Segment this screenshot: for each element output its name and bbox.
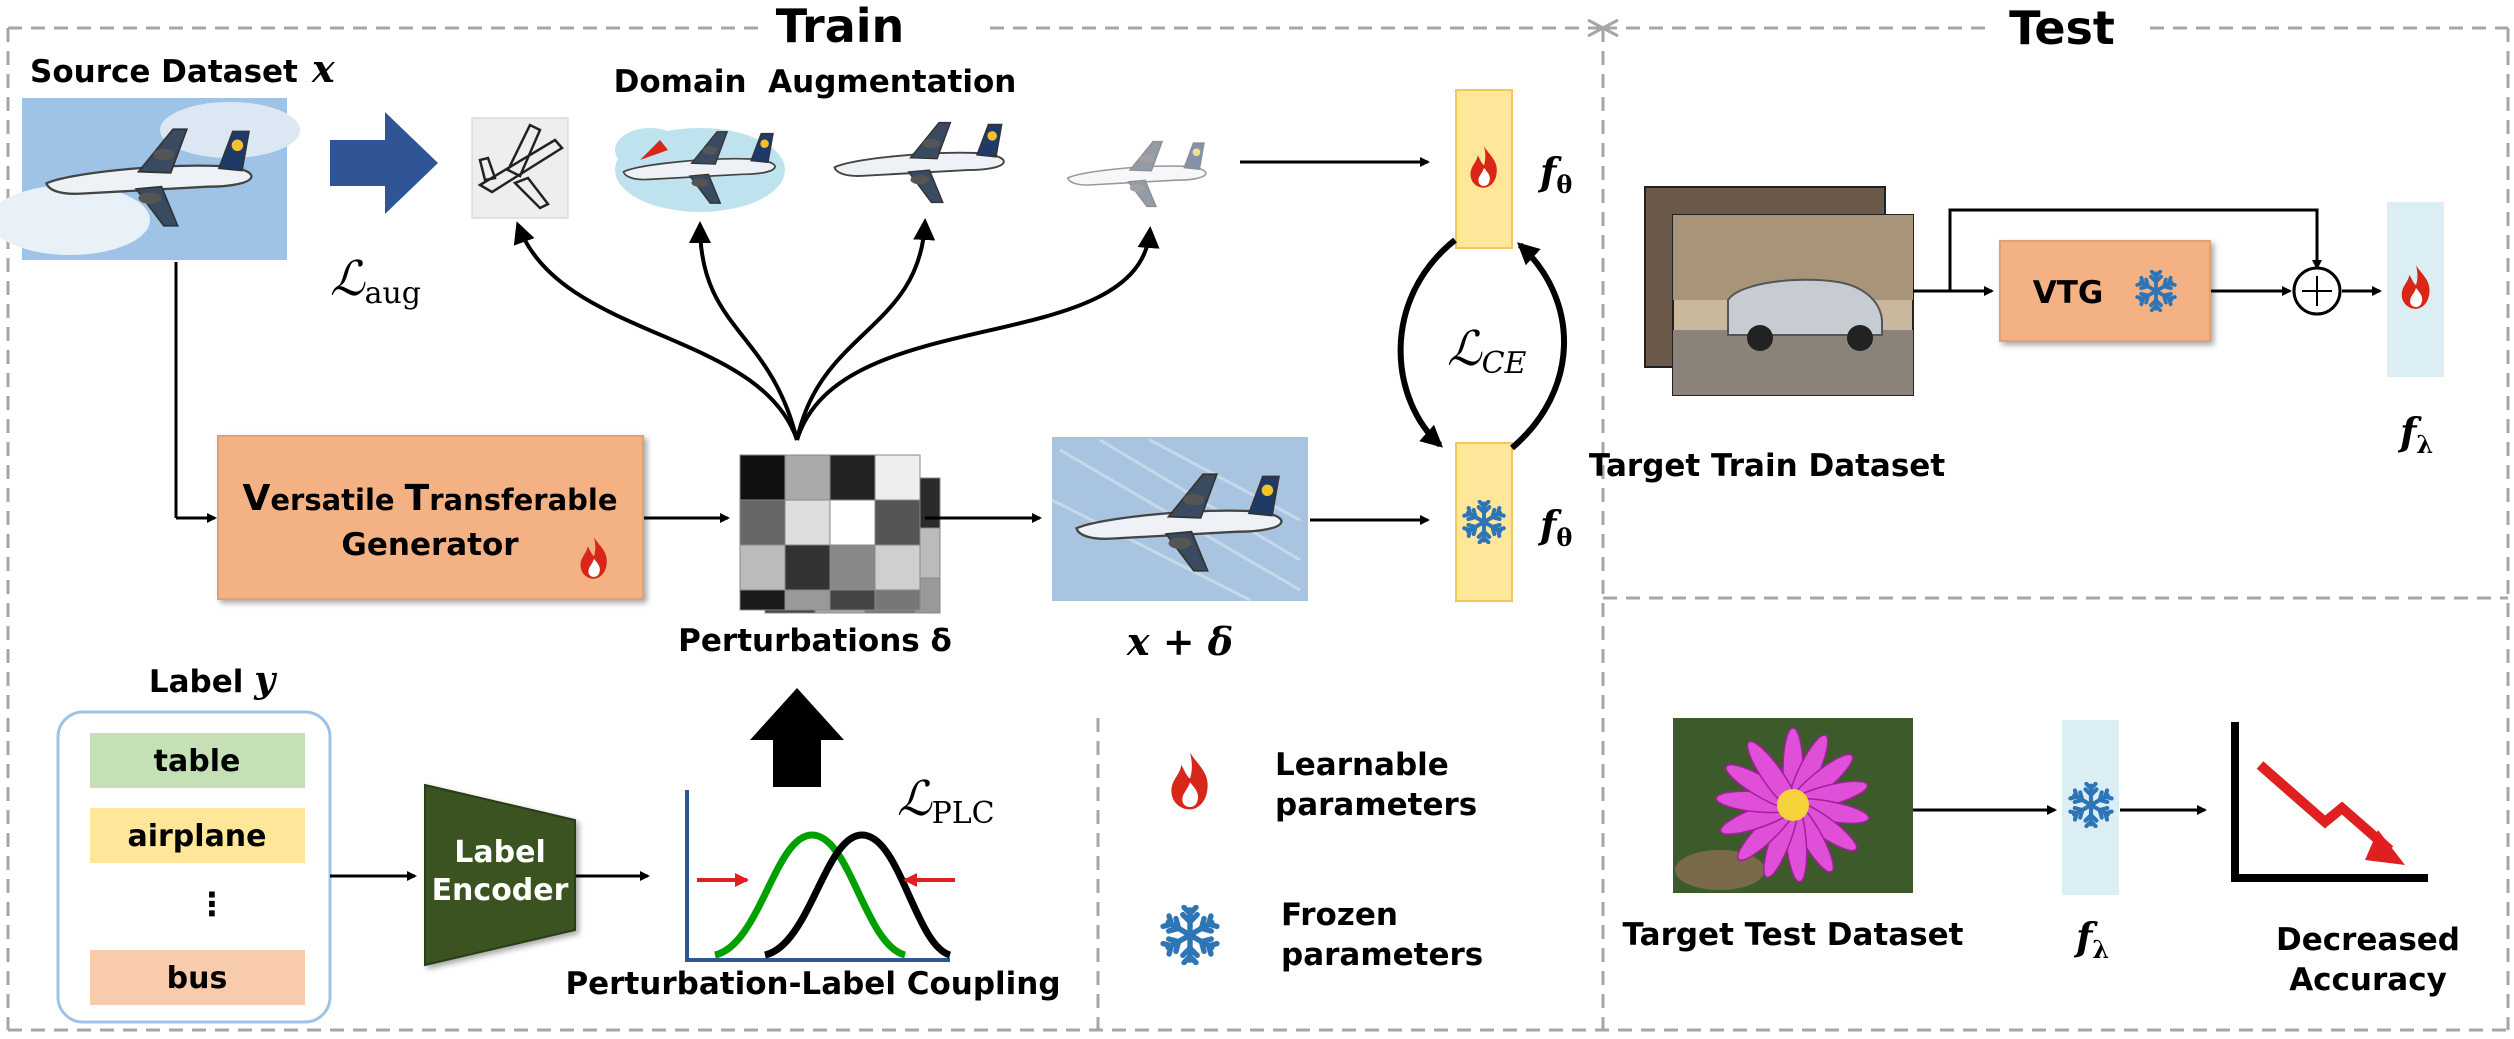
svg-text:Encoder: Encoder xyxy=(432,873,569,908)
classifier-label-top: fθ xyxy=(1537,149,1572,199)
accuracy-caption-1: Decreased xyxy=(2276,922,2460,958)
aug-loss: ℒaug xyxy=(330,251,421,311)
aug-image-faded xyxy=(1066,140,1207,208)
source-var: x xyxy=(311,46,336,91)
plc-up-arrow xyxy=(750,688,844,787)
domain-augmentation-title: Domain Augmentation xyxy=(614,64,1017,100)
plc-plot xyxy=(685,790,955,962)
legend: Learnable parameters Frozen parameters xyxy=(1162,747,1483,973)
target-model-frozen xyxy=(2062,720,2119,895)
target-model-label: fλ xyxy=(2397,409,2433,459)
target-train-images xyxy=(1644,186,1914,396)
plc-loss: ℒPLC xyxy=(897,771,995,831)
ce-loop-arrows xyxy=(1397,237,1568,451)
x-plus-delta-label: x + δ xyxy=(1126,619,1233,664)
svg-text:Versatile Transferable: Versatile Transferable xyxy=(242,478,617,519)
legend-snowflake-icon xyxy=(1162,907,1217,962)
label-encoder: Label Encoder xyxy=(424,783,576,967)
classifier-learnable xyxy=(1455,89,1513,249)
aug-image-cartoon xyxy=(615,128,785,212)
source-dataset-label: Source Dataset xyxy=(30,54,298,90)
aug-image-sketch xyxy=(471,117,569,219)
classifier-label-bottom: fθ xyxy=(1537,502,1572,552)
classifier-frozen xyxy=(1455,442,1513,602)
label-item-table: table xyxy=(90,733,305,788)
decreased-accuracy-plot xyxy=(2231,722,2428,882)
target-test-image xyxy=(1673,718,1913,893)
perturbations-label: Perturbations δ xyxy=(678,623,952,659)
label-item-bus: bus xyxy=(90,950,305,1005)
label-box-title: Label y xyxy=(149,659,277,701)
svg-text:Label: Label xyxy=(454,835,545,870)
frame-lines xyxy=(6,26,2510,1032)
svg-text:VTG: VTG xyxy=(2033,275,2104,311)
target-train-caption: Target Train Dataset xyxy=(1589,448,1945,484)
legend-frozen-1: Frozen xyxy=(1281,897,1398,933)
vtg-box: VTG xyxy=(1999,240,2211,342)
accuracy-caption-2: Accuracy xyxy=(2289,962,2447,998)
target-model-learnable xyxy=(2387,202,2444,377)
aug-image-drawing xyxy=(833,121,1005,204)
svg-text:airplane: airplane xyxy=(127,819,266,854)
plc-caption: Perturbation-Label Coupling xyxy=(565,966,1060,1002)
generator-box: Versatile Transferable Generator xyxy=(217,435,644,600)
legend-frozen-2: parameters xyxy=(1281,937,1483,973)
perturbed-image xyxy=(1051,437,1308,602)
legend-learnable-2: parameters xyxy=(1275,787,1477,823)
perturbation-to-aug-arrows xyxy=(513,218,1160,441)
legend-flame-icon xyxy=(1171,752,1208,810)
label-item-airplane: airplane xyxy=(90,808,305,863)
label-item-ellipsis: ⋮ xyxy=(196,885,228,923)
target-test-model-label: fλ xyxy=(2073,914,2109,964)
perturbation-grid xyxy=(739,454,941,614)
svg-text:Generator: Generator xyxy=(341,527,519,563)
vtg-flow-lines xyxy=(1913,208,2382,296)
train-title: Train xyxy=(776,0,905,53)
source-image xyxy=(0,98,300,260)
test-title: Test xyxy=(2009,1,2115,55)
ce-loss: ℒCE xyxy=(1447,321,1527,381)
plus-node xyxy=(2292,266,2342,316)
label-box xyxy=(56,710,332,1024)
augment-blue-arrow xyxy=(330,112,438,214)
legend-learnable-1: Learnable xyxy=(1275,747,1449,783)
svg-text:table: table xyxy=(154,744,241,779)
target-test-caption: Target Test Dataset xyxy=(1623,917,1964,953)
svg-text:bus: bus xyxy=(167,961,228,996)
